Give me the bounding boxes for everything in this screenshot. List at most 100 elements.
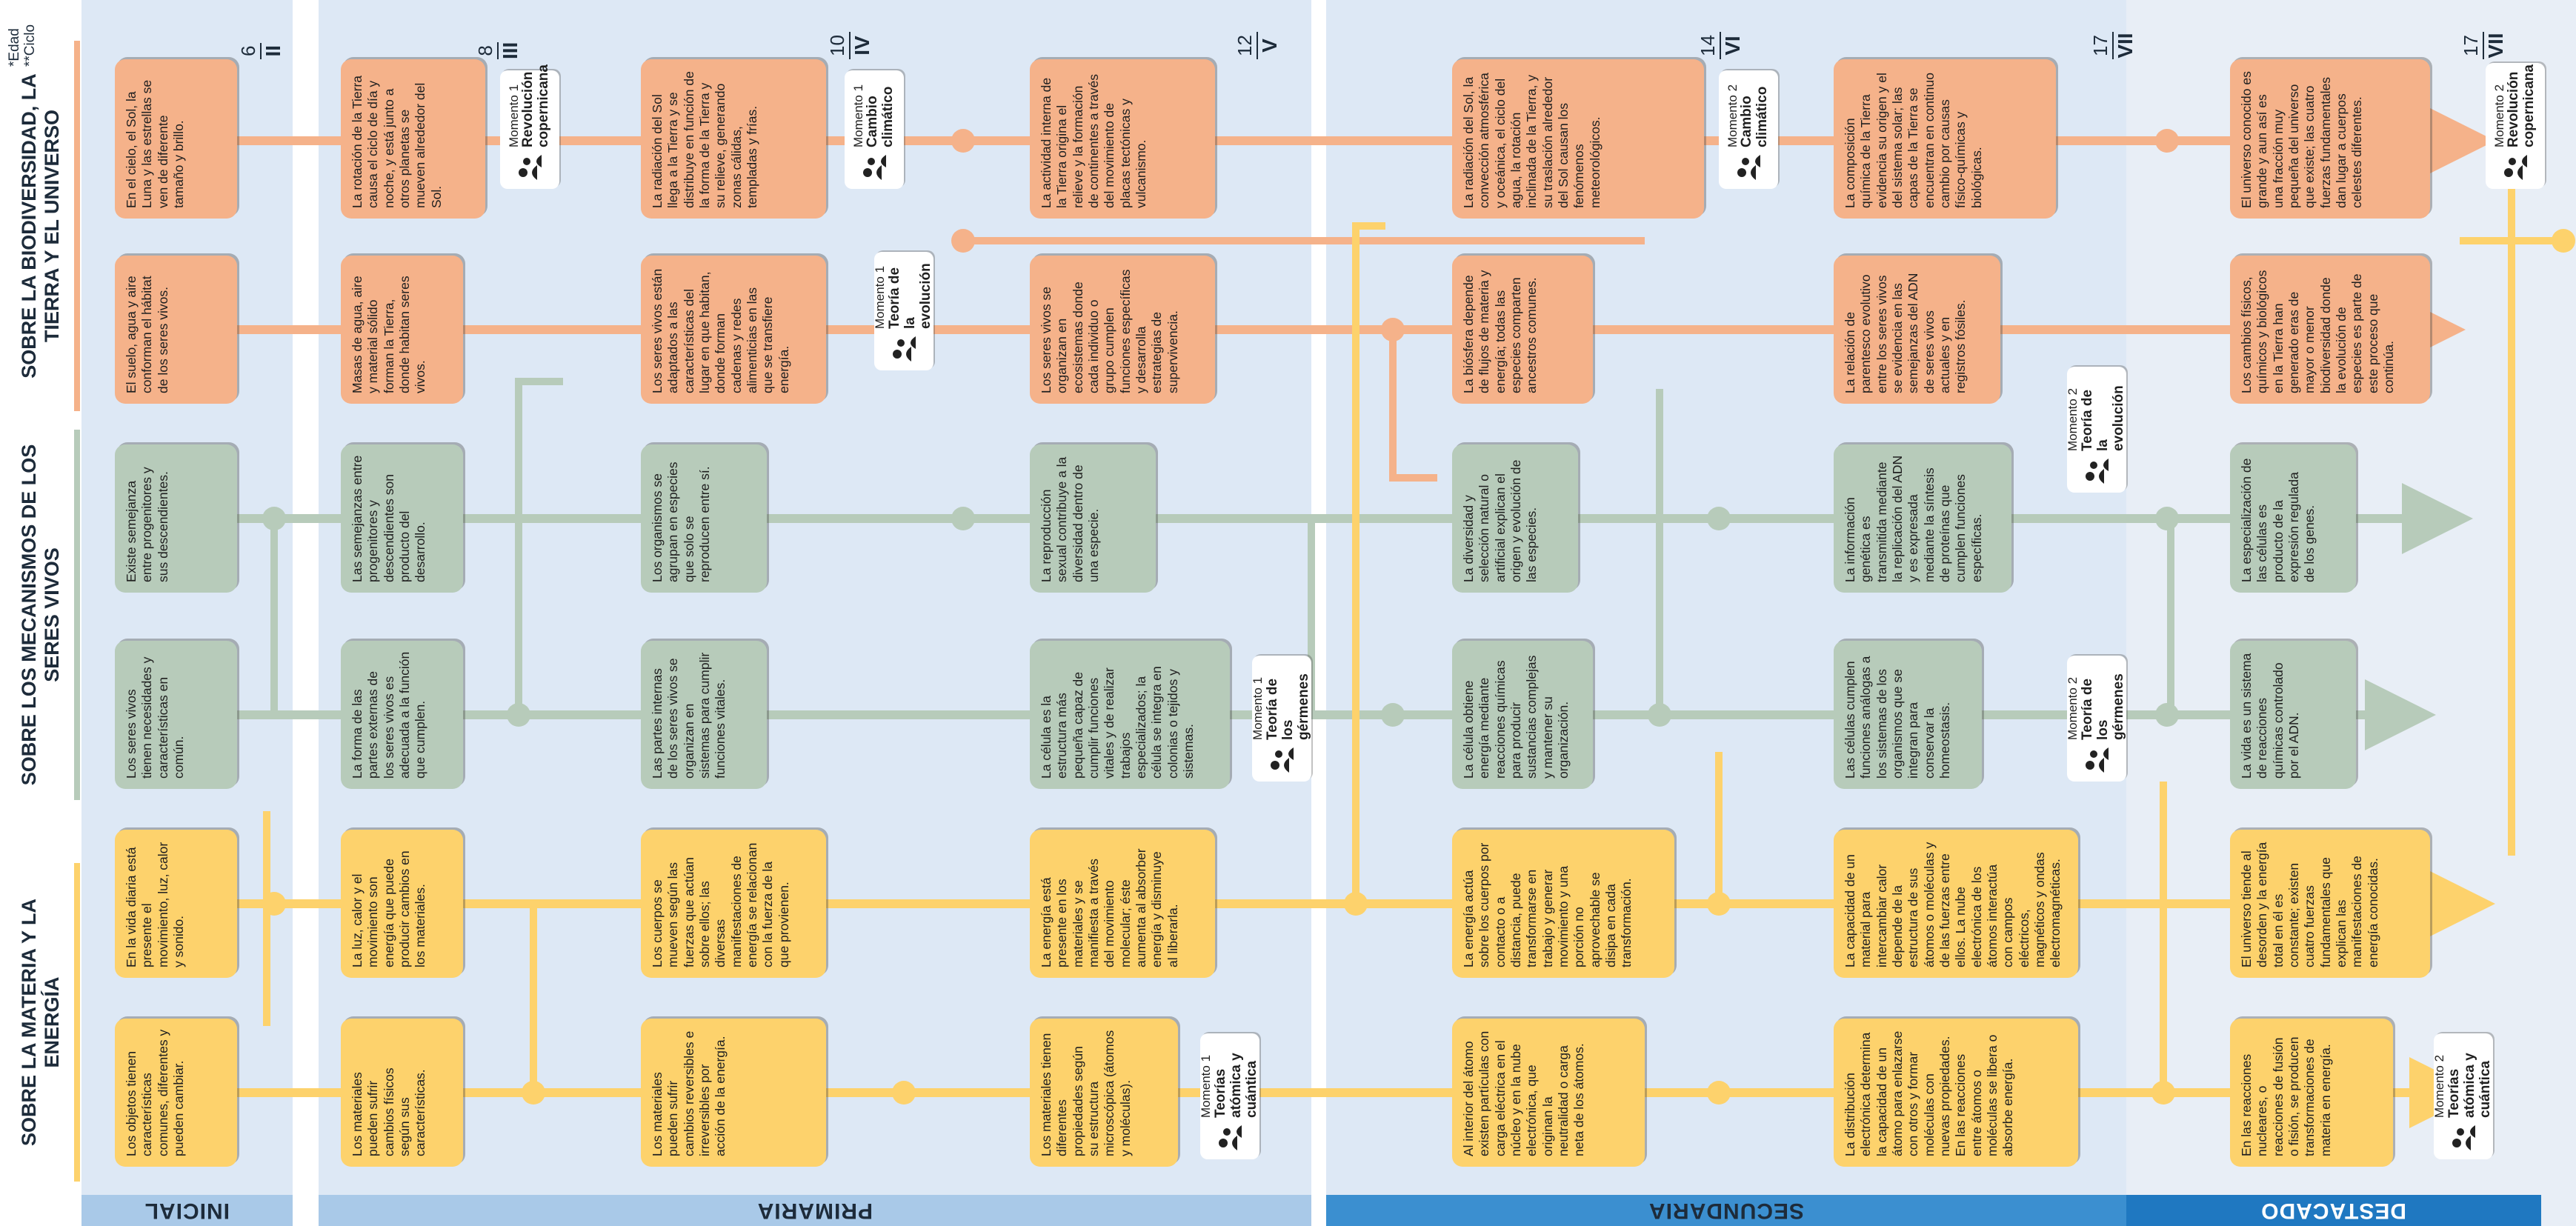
concept-text: En la vida diaria está presente el movim… <box>124 842 187 967</box>
junction-dot <box>2155 129 2179 153</box>
concept-text: Los cambios físicos, químicos y biológic… <box>2239 270 2397 393</box>
concept-box-biodiversidad-2-c6: Los cambios físicos, químicos y biológic… <box>2230 256 2430 404</box>
moment-number: Momento 1 <box>873 265 888 329</box>
concept-box-biodiversidad-1-c1: La rotación de la Tierra causa el ciclo … <box>341 59 485 219</box>
concept-box-mecanismos-1-c4: La diversidad y selección natural o arti… <box>1452 444 1578 593</box>
concept-box-mecanismos-2-c5: Las células cumplen funciones análogas a… <box>1834 641 1982 789</box>
moment-number: Momento 1 <box>506 84 521 147</box>
concept-text: Los materiales pueden sufrir cambios fís… <box>350 1067 428 1156</box>
junction-dot <box>951 229 975 253</box>
concept-text: Los seres vivos se organizan en ecosiste… <box>1039 269 1180 393</box>
concept-text: La radiación del Sol llega a la Tierra y… <box>650 71 760 208</box>
junction-dot <box>2552 229 2575 253</box>
moment-name: Revolución copernicana <box>520 64 552 147</box>
concept-box-mecanismos-1-c1: Las semejanzas entre progenitores y desc… <box>341 444 463 593</box>
link-orange-cross-2 <box>1389 330 1437 482</box>
concept-box-materia-2-c6: En las reacciones nucleares, o reaccione… <box>2230 1019 2393 1167</box>
concept-text: Los seres vivos están adaptados a las ca… <box>650 268 791 393</box>
people-icon <box>2504 155 2527 180</box>
link-green-cross-2 <box>515 378 563 715</box>
junction-dot <box>1344 892 1368 916</box>
concept-box-mecanismos-2-c4: La célula obtiene energía mediante reacc… <box>1452 641 1593 789</box>
concept-text: La diversidad y selección natural o arti… <box>1461 459 1540 582</box>
concept-text: La distribución electrónica determina la… <box>1843 1030 2016 1156</box>
concept-box-mecanismos-2-c2: Las partes internas de los seres vivos s… <box>641 641 767 789</box>
concept-text: La relación de parentesco evolutivo entr… <box>1843 273 1968 393</box>
moment-name: Teorías atómica y cuántica <box>1213 1053 1259 1118</box>
people-icon <box>519 155 542 180</box>
concept-text: Las semejanzas entre progenitores y desc… <box>350 455 428 582</box>
concept-box-materia-2-c5: La distribución electrónica determina la… <box>1834 1019 2078 1167</box>
people-icon <box>2452 1125 2475 1150</box>
moment-name: Cambio climático <box>1739 86 1771 147</box>
concept-box-mecanismos-2-c1: La forma de las partes externas de los s… <box>341 641 463 789</box>
moment-name: Teoría de la evolución <box>2080 385 2126 451</box>
concept-box-mecanismos-2-c6: La vida es un sistema de reacciones quím… <box>2230 641 2356 789</box>
concept-text: Las células cumplen funciones análogas a… <box>1843 656 1953 779</box>
concept-text: La vida es un sistema de reacciones quím… <box>2239 653 2302 779</box>
concept-text: La biósfera depende de flujos de materia… <box>1461 270 1540 393</box>
concept-box-mecanismos-1-c0: Existe semejanza entre progenitores y su… <box>115 444 237 593</box>
junction-dot <box>951 507 975 530</box>
concept-text: Los organismos se agrupan en especies qu… <box>650 462 713 582</box>
concept-text: El suelo, agua y aire conforman el hábit… <box>124 276 170 393</box>
concept-text: En el cielo, el Sol, la Luna y las estre… <box>124 79 187 208</box>
junction-dot <box>1381 703 1405 727</box>
concept-box-biodiversidad-1-c3: La actividad interna de la Tierra origin… <box>1030 59 1215 219</box>
junction-dot <box>1707 507 1731 530</box>
concept-text: Los cuerpos se mueven según las fuerzas … <box>650 842 791 967</box>
concept-text: La célula obtiene energía mediante reacc… <box>1461 655 1571 779</box>
concept-text: Los objetos tienen características comun… <box>124 1029 187 1156</box>
moment-number: Momento 2 <box>1725 84 1740 147</box>
link-yellow-up-1 <box>263 811 270 1026</box>
concept-box-biodiversidad-2-c1: Masas de agua, aire y material sólido fo… <box>341 256 463 404</box>
people-icon <box>863 155 886 180</box>
junction-dot <box>892 1081 916 1105</box>
moment-number: Momento 2 <box>2066 387 2080 451</box>
moment-number: Momento 2 <box>2492 84 2506 147</box>
moment-number: Momento 1 <box>1199 1054 1214 1118</box>
concept-box-materia-2-c2: Los materiales pueden sufrir cambios rev… <box>641 1019 826 1167</box>
concept-box-materia-1-c1: La luz, calor y el movimiento son energí… <box>341 830 463 978</box>
concept-text: Al interior del átomo existen partículas… <box>1461 1030 1587 1156</box>
people-icon <box>1737 155 1760 180</box>
moment-number: Momento 1 <box>1251 676 1265 740</box>
concept-box-mecanismos-1-c6: La especialización de las células es pro… <box>2230 444 2356 593</box>
concept-text: La forma de las partes externas de los s… <box>350 651 428 779</box>
concept-box-mecanismos-1-c3: La reproducción sexual contribuye a la d… <box>1030 444 1156 593</box>
junction-dot <box>2151 1081 2175 1105</box>
junction-dot <box>2155 507 2179 530</box>
concept-box-materia-1-c5: La capacidad de un material para interca… <box>1834 830 2078 978</box>
link-yellow-cross-1 <box>1352 222 1385 904</box>
concept-text: Los materiales pueden sufrir cambios rev… <box>650 1030 728 1156</box>
concept-box-mecanismos-2-c3: La célula es la estructura más pequeña c… <box>1030 641 1230 789</box>
moment-name: Teoría de los gérmenes <box>1265 673 1311 740</box>
concept-text: Masas de agua, aire y material sólido fo… <box>350 276 428 393</box>
junction-dot <box>1381 318 1405 342</box>
concept-box-biodiversidad-1-c2: La radiación del Sol llega a la Tierra y… <box>641 59 826 219</box>
concept-text: La rotación de la Tierra causa el ciclo … <box>350 76 444 208</box>
concept-box-biodiversidad-1-c0: En el cielo, el Sol, la Luna y las estre… <box>115 59 237 219</box>
concept-box-materia-2-c1: Los materiales pueden sufrir cambios fís… <box>341 1019 463 1167</box>
concept-text: En las reacciones nucleares, o reaccione… <box>2239 1036 2333 1157</box>
concept-box-biodiversidad-1-c4: La radiación del Sol, la convección atmo… <box>1452 59 1704 219</box>
people-icon <box>1219 1125 1242 1150</box>
moment-number: Momento 1 <box>851 84 865 147</box>
junction-dot <box>507 703 530 727</box>
concept-box-materia-2-c0: Los objetos tienen características comun… <box>115 1019 237 1167</box>
concept-box-materia-1-c6: El universo tiende al desorden y la ener… <box>2230 830 2430 978</box>
concept-text: La información genética es transmitida m… <box>1843 455 1984 582</box>
concept-text: Los seres vivos tienen necesidades y car… <box>124 656 187 779</box>
moment-name: Revolución copernicana <box>2506 64 2537 147</box>
concept-box-materia-1-c4: La energía actúa sobre los cuerpos por c… <box>1452 830 1674 978</box>
concept-box-biodiversidad-2-c3: Los seres vivos se organizan en ecosiste… <box>1030 256 1215 404</box>
concept-text: La composición química de la Tierra evid… <box>1843 73 1984 208</box>
junction-dot <box>951 129 975 153</box>
concept-text: Existe semejanza entre progenitores y su… <box>124 467 170 582</box>
junction-dot <box>2155 703 2179 727</box>
concept-text: La energía está presente en los material… <box>1039 848 1180 967</box>
concept-box-biodiversidad-2-c5: La relación de parentesco evolutivo entr… <box>1834 256 2000 404</box>
